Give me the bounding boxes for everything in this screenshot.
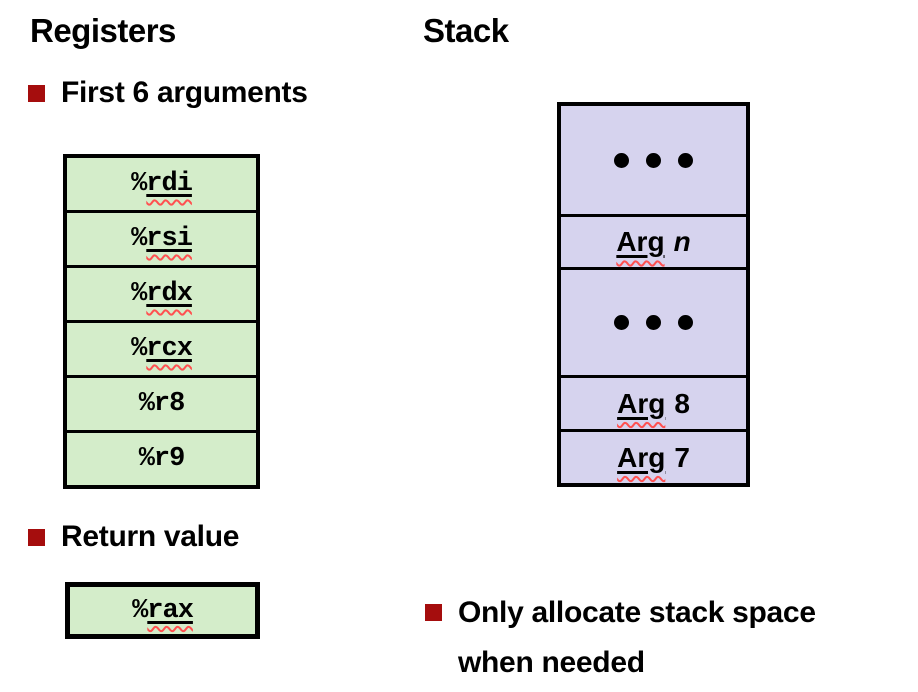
stack-note-bullet-row: Only allocate stack space when needed (425, 588, 816, 688)
register-name: r8 (153, 389, 185, 419)
dot-icon (614, 152, 629, 168)
register-cell-r9: %r9 (67, 430, 256, 485)
arg-suffix: n (673, 226, 691, 257)
registers-heading: Registers (30, 12, 176, 49)
percent-prefix: % (138, 389, 155, 419)
return-value-label: Return value (61, 520, 240, 553)
first6-label: First 6 arguments (61, 76, 308, 109)
bullet-square-icon (28, 85, 45, 102)
stack-note-line1: Only allocate stack space (458, 596, 816, 629)
dot-icon (646, 152, 661, 168)
register-cell-rsi: %rsi (67, 210, 256, 265)
stack-note-text: Only allocate stack space when needed (458, 588, 816, 688)
arg-word: Arg (616, 226, 665, 257)
register-cell-rdx: %rdx (67, 265, 256, 320)
first6-bullet-row: First 6 arguments (28, 76, 308, 110)
register-cell-rdi: %rdi (67, 158, 256, 210)
stack-cell-ellipsis-top (561, 106, 746, 214)
stack-note-line2: when needed (458, 646, 645, 679)
ellipsis-dots-icon (614, 152, 693, 168)
bullet-square-icon (28, 529, 45, 546)
register-name: r9 (153, 444, 185, 474)
register-name: rdi (146, 169, 193, 199)
register-cell-rcx: %rcx (67, 320, 256, 375)
dot-icon (678, 315, 693, 330)
percent-prefix: % (131, 169, 147, 199)
register-name: rdx (146, 279, 193, 309)
arg-suffix: 8 (674, 387, 690, 419)
percent-prefix: % (138, 444, 155, 474)
percent-prefix: % (131, 334, 147, 364)
return-value-bullet-row: Return value (28, 520, 239, 554)
ellipsis-dots-icon (614, 315, 693, 330)
percent-prefix: % (132, 595, 148, 626)
stack-cell-ellipsis-middle (561, 267, 746, 375)
register-name: rsi (146, 224, 193, 254)
dot-icon (678, 152, 693, 168)
dot-icon (614, 315, 629, 330)
register-name: rax (147, 595, 194, 626)
dot-icon (646, 315, 661, 330)
bullet-square-icon (425, 604, 442, 621)
arg-word: Arg (617, 441, 666, 473)
percent-prefix: % (131, 224, 147, 254)
register-name: rcx (146, 334, 193, 364)
register-cell-r8: %r8 (67, 375, 256, 430)
argument-registers-table: %rdi %rsi %rdx %rcx %r8 %r9 (63, 154, 260, 489)
arg-word: Arg (617, 387, 666, 419)
arg-suffix: 7 (674, 441, 690, 473)
return-register-box: %rax (65, 582, 260, 639)
percent-prefix: % (131, 279, 147, 309)
stack-heading: Stack (423, 12, 509, 49)
